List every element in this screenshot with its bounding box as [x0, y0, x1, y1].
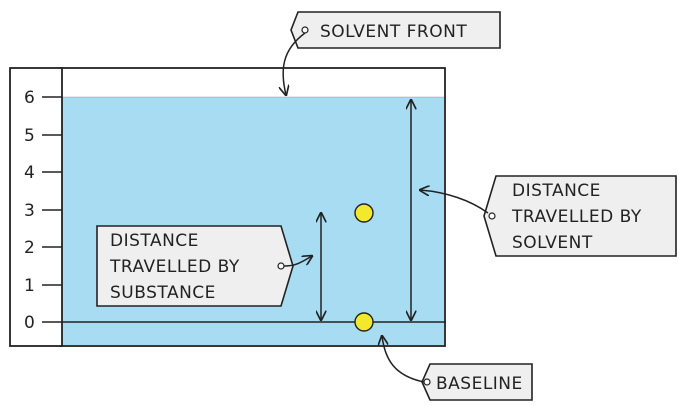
baseline-tag [421, 363, 533, 401]
substance-label-line-3: SUBSTANCE [110, 283, 216, 303]
spot-lower-icon [354, 312, 374, 332]
solvent-front-label: SOLVENT FRONT [320, 22, 467, 42]
solvent-label-line-2: TRAVELLED BY [511, 207, 642, 227]
solvent-front-tag-hole [301, 26, 309, 34]
ruler-tick-5: 5 [24, 126, 35, 146]
substance-label-line-2: TRAVELLED BY [109, 257, 240, 277]
solvent-tag-hole [488, 212, 496, 220]
substance-pointer [283, 256, 312, 267]
ruler-tick-2: 2 [24, 238, 35, 258]
solvent-pointer [420, 190, 489, 214]
baseline-pointer [382, 336, 425, 383]
substance-tag-hole [277, 262, 285, 270]
solvent-tag [483, 175, 677, 257]
baseline-tag-hole [423, 378, 431, 386]
baseline-label: BASELINE [436, 374, 523, 394]
solvent-front-pointer [283, 32, 306, 95]
solvent-region [62, 97, 444, 345]
ruler-ticks [42, 96, 62, 323]
solvent-label-line-1: DISTANCE [512, 181, 601, 201]
ruler-tick-1: 1 [24, 276, 35, 296]
ruler-tick-3: 3 [24, 201, 35, 221]
solvent-label-line-3: SOLVENT [512, 233, 593, 253]
ruler-tick-4: 4 [24, 163, 35, 183]
ruler [9, 67, 63, 347]
solvent-front-tag [290, 11, 501, 49]
ruler-tick-0: 0 [24, 313, 35, 333]
ruler-tick-6: 6 [24, 88, 35, 108]
spot-upper-icon [354, 203, 374, 223]
substance-label-line-1: DISTANCE [110, 231, 199, 251]
substance-tag [96, 225, 294, 307]
